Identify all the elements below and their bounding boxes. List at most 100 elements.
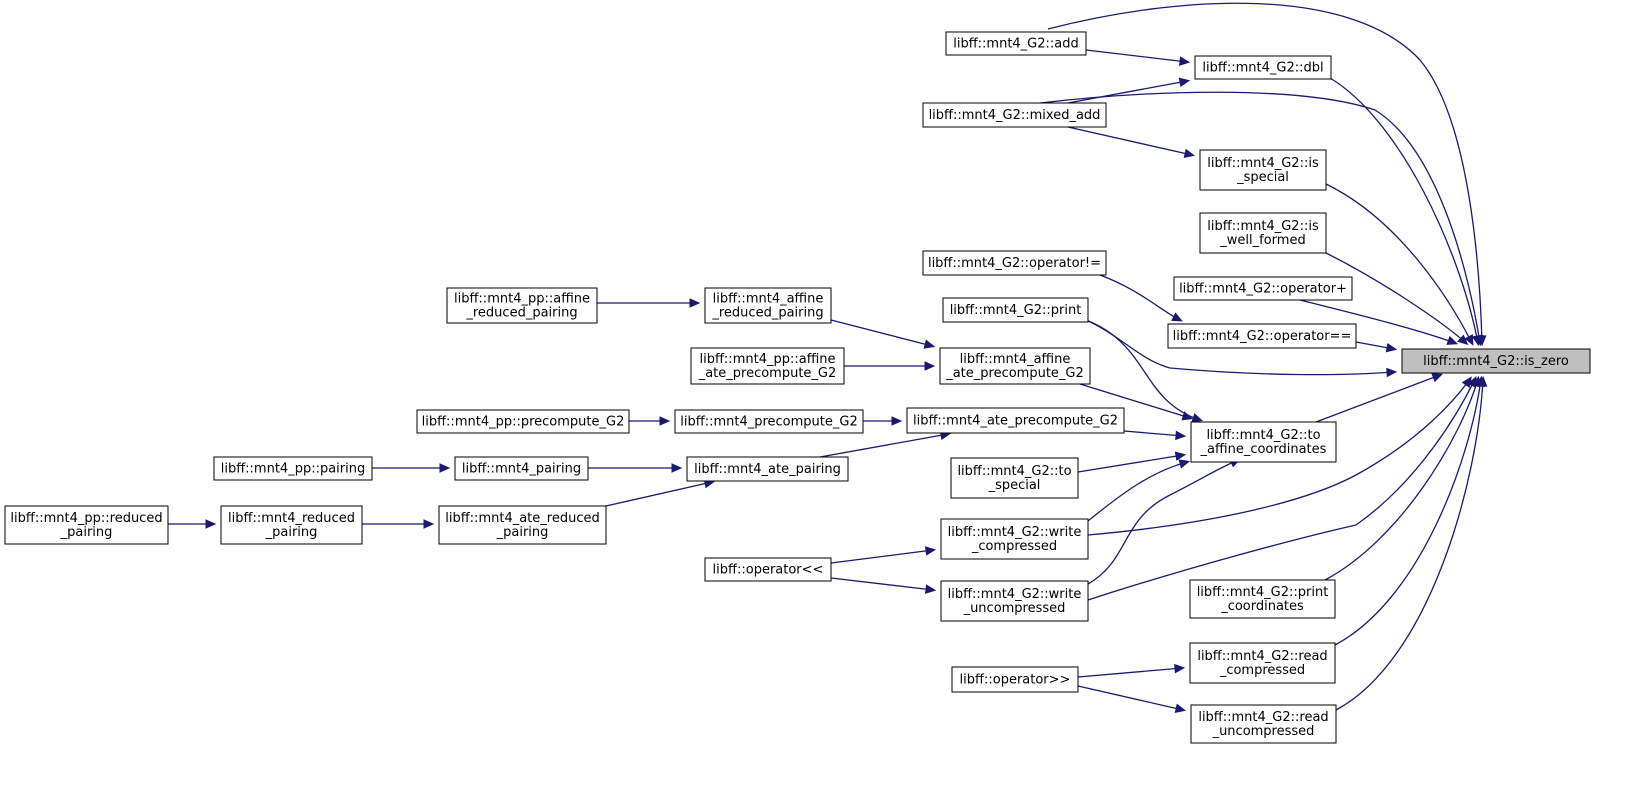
node-pairing[interactable]: libff::mnt4_pairing	[454, 456, 589, 481]
node-label: _uncompressed	[963, 601, 1066, 616]
edge-pp_affine_red-to-affine_red	[597, 298, 701, 308]
edge-pairing-to-ate_pairing	[588, 463, 683, 473]
node-pp-reduced[interactable]: libff::mnt4_pp::reduced_pairing	[4, 505, 169, 545]
edge-arrowhead	[923, 339, 936, 349]
node-label: _ate_precompute_G2	[698, 366, 837, 381]
node-label: libff::mnt4_pp::pairing	[221, 462, 366, 477]
node-to-affine[interactable]: libff::mnt4_G2::to_affine_coordinates	[1190, 421, 1337, 463]
node-box	[939, 347, 1091, 385]
node-pp-affine-red[interactable]: libff::mnt4_pp::affine_reduced_pairing	[446, 287, 598, 324]
edge-line	[1325, 183, 1473, 344]
node-to-special[interactable]: libff::mnt4_G2::to_special	[950, 457, 1079, 499]
edge-ate_pairing-to-ate_precompute	[819, 430, 952, 458]
node-box	[1190, 704, 1337, 744]
node-mixed-add[interactable]: libff::mnt4_G2::mixed_add	[922, 102, 1107, 128]
node-read-comp[interactable]: libff::mnt4_G2::read_compressed	[1189, 642, 1336, 684]
edge-arrowhead	[423, 519, 435, 529]
edge-line	[1077, 667, 1183, 678]
node-ate-reduced[interactable]: libff::mnt4_ate_reduced_pairing	[438, 505, 607, 545]
node-is-zero[interactable]: libff::mnt4_G2::is_zero	[1401, 348, 1591, 374]
node-label: libff::mnt4_G2::print	[1197, 585, 1329, 600]
node-label: _coordinates	[1220, 599, 1304, 614]
edge-mixed_add-to-dbl	[1067, 77, 1191, 104]
edge-arrowhead	[1178, 459, 1191, 469]
edge-line	[1085, 49, 1188, 63]
node-label: libff::mnt4_G2::print	[950, 303, 1082, 318]
edge-arrowhead	[1175, 430, 1187, 441]
node-label: libff::mnt4_G2::to	[957, 464, 1071, 479]
node-is-well-formed[interactable]: libff::mnt4_G2::is_well_formed	[1199, 212, 1327, 254]
node-op-plus[interactable]: libff::mnt4_G2::operator+	[1173, 276, 1353, 301]
edge-line	[1087, 378, 1471, 536]
node-pp-affine-ate[interactable]: libff::mnt4_pp::affine_ate_precompute_G2	[690, 347, 845, 385]
edge-arrowhead	[1191, 413, 1204, 423]
edge-write_uncomp-to-is_zero	[1087, 376, 1477, 601]
edge-line	[1085, 319, 1201, 421]
node-label: libff::mnt4_ate_reduced	[445, 511, 599, 526]
node-is-special[interactable]: libff::mnt4_G2::is_special	[1199, 149, 1327, 191]
node-label: _pairing	[60, 525, 113, 540]
node-ate-pairing[interactable]: libff::mnt4_ate_pairing	[686, 456, 849, 482]
node-add[interactable]: libff::mnt4_G2::add	[945, 31, 1087, 56]
node-read-uncomp[interactable]: libff::mnt4_G2::read_uncompressed	[1190, 704, 1337, 744]
node-write-comp[interactable]: libff::mnt4_G2::write_compressed	[940, 518, 1089, 560]
node-pp-pairing[interactable]: libff::mnt4_pp::pairing	[213, 456, 373, 481]
node-label: libff::mnt4_G2::read	[1198, 710, 1328, 725]
node-box	[446, 287, 598, 324]
node-label: libff::mnt4_G2::dbl	[1202, 61, 1323, 76]
edge-arrowhead	[924, 546, 937, 556]
edge-line	[1335, 378, 1484, 711]
edge-write_uncomp-to-to_affine	[1087, 458, 1241, 585]
node-box	[922, 250, 1107, 276]
node-label: libff::mnt4_ate_pairing	[694, 462, 841, 477]
edge-arrowhead	[439, 463, 451, 473]
node-label: libff::operator>>	[960, 673, 1071, 688]
edge-arrowhead	[1178, 56, 1191, 66]
node-print[interactable]: libff::mnt4_G2::print	[942, 297, 1089, 323]
node-label: libff::mnt4_G2::is_zero	[1423, 354, 1569, 369]
edge-print-to-to_affine	[1085, 319, 1204, 423]
node-label: libff::mnt4_affine	[960, 352, 1071, 367]
edge-arrowhead	[924, 361, 936, 371]
node-print-coord[interactable]: libff::mnt4_G2::print_coordinates	[1189, 579, 1336, 619]
node-box	[1189, 579, 1336, 619]
edge-arrowhead	[659, 416, 671, 426]
node-box	[438, 505, 607, 545]
edge-arrowhead	[1457, 334, 1469, 346]
edge-pp_affine_ate-to-affine_ate	[844, 361, 936, 371]
node-label: libff::mnt4_G2::read	[1197, 649, 1327, 664]
node-precompute[interactable]: libff::mnt4_precompute_G2	[674, 409, 864, 434]
edge-op_shr-to-read_comp	[1077, 663, 1186, 678]
node-op-eq[interactable]: libff::mnt4_G2::operator==	[1167, 323, 1357, 349]
node-box	[906, 407, 1125, 434]
node-label: _special	[988, 478, 1041, 493]
node-label: _pairing	[496, 525, 549, 540]
edge-line	[1047, 2, 1483, 344]
edge-arrowhead	[924, 584, 937, 594]
node-op-shl[interactable]: libff::operator<<	[704, 557, 832, 582]
edge-line	[1299, 299, 1456, 344]
node-label: _compressed	[1219, 663, 1305, 678]
node-label: libff::operator<<	[713, 563, 824, 578]
node-label: libff::mnt4_G2::add	[953, 37, 1079, 52]
node-affine-red[interactable]: libff::mnt4_affine_reduced_pairing	[704, 287, 832, 324]
node-write-uncomp[interactable]: libff::mnt4_G2::write_uncompressed	[940, 580, 1089, 622]
edge-is_special-to-is_zero	[1325, 183, 1474, 346]
node-reduced[interactable]: libff::mnt4_reduced_pairing	[220, 505, 363, 545]
node-box	[416, 409, 630, 434]
edge-line	[1087, 459, 1239, 585]
node-box	[950, 457, 1079, 499]
node-dbl[interactable]: libff::mnt4_G2::dbl	[1194, 55, 1332, 80]
edges-layer	[168, 2, 1488, 713]
edge-pp_reduced-to-reduced	[168, 519, 217, 529]
node-ate-precompute[interactable]: libff::mnt4_ate_precompute_G2	[906, 407, 1125, 434]
edge-pp_pairing-to-pairing	[372, 463, 451, 473]
node-pp-precompute[interactable]: libff::mnt4_pp::precompute_G2	[416, 409, 630, 434]
edge-read_uncomp-to-is_zero	[1335, 375, 1488, 711]
node-affine-ate[interactable]: libff::mnt4_affine_ate_precompute_G2	[939, 347, 1091, 385]
node-label: libff::mnt4_G2::is	[1207, 219, 1319, 234]
edge-pp_precompute-to-precompute	[629, 416, 671, 426]
edge-line	[1329, 77, 1479, 344]
node-op-shr[interactable]: libff::operator>>	[951, 666, 1079, 693]
node-op-neq[interactable]: libff::mnt4_G2::operator!=	[922, 250, 1107, 276]
